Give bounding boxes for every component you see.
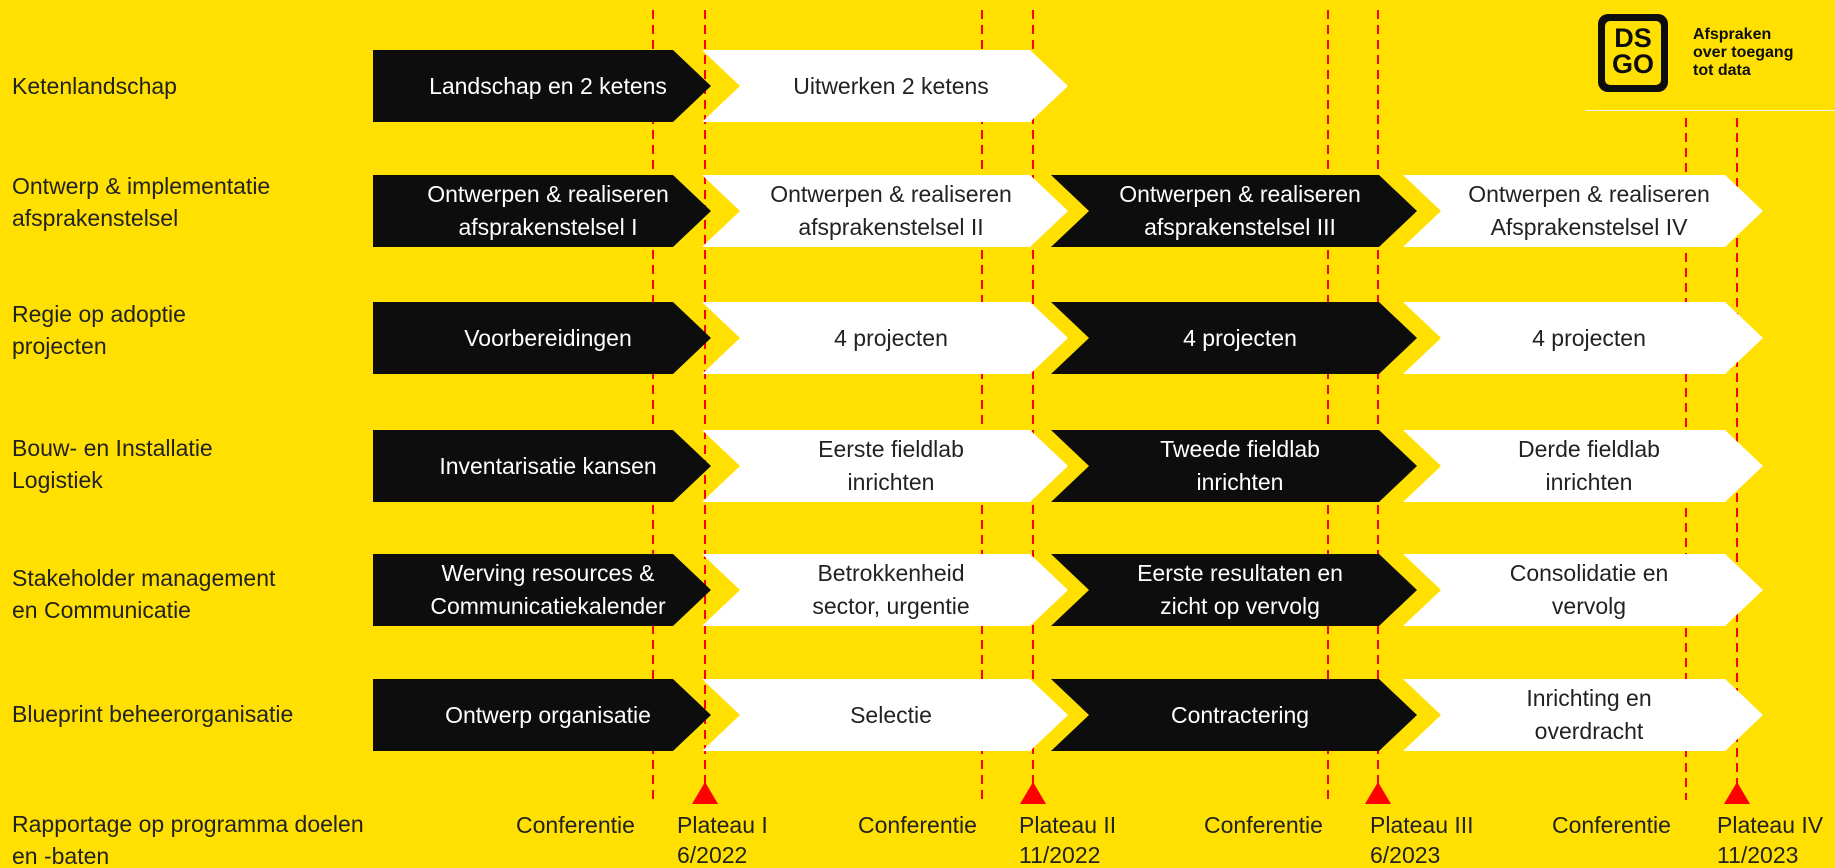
phase-chevron: Derde fieldlab inrichten: [1403, 430, 1763, 502]
phase-label: Inrichting en overdracht: [1526, 685, 1652, 744]
phase-label: Consolidatie en vervolg: [1509, 560, 1669, 619]
phase-label: Betrokkenheid sector, urgentie: [812, 560, 970, 619]
plateau-label: Plateau IV 11/2023: [1717, 812, 1824, 868]
phase-label: Eerste fieldlab inrichten: [818, 436, 964, 495]
phase-label: Tweede fieldlab inrichten: [1160, 436, 1320, 495]
phase-chevron: Inrichting en overdracht: [1403, 679, 1763, 751]
bottom-row-label: Rapportage op programma doelen en -baten: [12, 811, 364, 868]
phase-chevron: Ontwerp organisatie: [373, 679, 711, 751]
plateau-triangle-marker: [1365, 782, 1391, 804]
plateau-triangle-marker: [1020, 782, 1046, 804]
phase-chevron: Uitwerken 2 ketens: [702, 50, 1068, 122]
row-label: Ontwerp & implementatie afsprakenstelsel: [12, 173, 271, 231]
phase-label: Inventarisatie kansen: [439, 452, 657, 479]
logo-divider: [1586, 110, 1835, 111]
conference-label: Conferentie: [858, 812, 977, 838]
dsgo-logo-inner: DS GO: [1605, 21, 1661, 85]
plateau-label: Plateau I 6/2022: [677, 812, 768, 868]
phase-chevron: Landschap en 2 ketens: [373, 50, 711, 122]
conference-label: Conferentie: [516, 812, 635, 838]
row-label: Bouw- en Installatie Logistiek: [12, 435, 213, 493]
phase-chevron: Ontwerpen & realiseren afsprakenstelsel …: [702, 175, 1068, 247]
plateau-label: Plateau II 11/2022: [1019, 812, 1117, 868]
phase-chevron: Ontwerpen & realiseren Afsprakenstelsel …: [1403, 175, 1763, 247]
phase-label: Ontwerpen & realiseren afsprakenstelsel …: [770, 181, 1012, 240]
phase-label: Eerste resultaten en zicht op vervolg: [1137, 560, 1343, 619]
plateau-triangle-marker: [1724, 782, 1750, 804]
plateau-label: Plateau III 6/2023: [1370, 812, 1474, 868]
conference-label: Conferentie: [1204, 812, 1323, 838]
phase-chevron: 4 projecten: [702, 302, 1068, 374]
phase-label: Voorbereidingen: [464, 324, 632, 351]
phase-chevron: Inventarisatie kansen: [373, 430, 711, 502]
row-label: Regie op adoptie projecten: [12, 301, 186, 359]
phase-chevron: Eerste fieldlab inrichten: [702, 430, 1068, 502]
phase-chevron: 4 projecten: [1403, 302, 1763, 374]
row-label: Ketenlandschap: [12, 73, 177, 99]
phase-chevron: Eerste resultaten en zicht op vervolg: [1051, 554, 1417, 626]
phase-label: Uitwerken 2 ketens: [793, 72, 989, 99]
phase-label: 4 projecten: [1532, 324, 1646, 351]
phase-label: Ontwerpen & realiseren afsprakenstelsel …: [427, 181, 669, 240]
phase-chevron: Selectie: [702, 679, 1068, 751]
phase-label: Contractering: [1170, 701, 1310, 728]
phase-chevron: Werving resources & Communicatiekalender: [373, 554, 711, 626]
logo-tagline: Afspraken over toegang tot data: [1693, 26, 1794, 79]
row-label: Blueprint beheerorganisatie: [12, 701, 294, 727]
phase-label: Ontwerpen & realiseren Afsprakenstelsel …: [1468, 181, 1710, 240]
row-label: Stakeholder management en Communicatie: [12, 565, 276, 623]
phase-label: Landschap en 2 ketens: [429, 72, 667, 99]
plateau-triangle-marker: [692, 782, 718, 804]
phase-label: 4 projecten: [834, 324, 948, 351]
phase-chevron: Betrokkenheid sector, urgentie: [702, 554, 1068, 626]
dsgo-logo-text: DS GO: [1611, 23, 1654, 79]
phase-chevron: Voorbereidingen: [373, 302, 711, 374]
phase-chevron: Ontwerpen & realiseren afsprakenstelsel …: [1051, 175, 1417, 247]
dsgo-logo: DS GO: [1598, 14, 1668, 92]
phase-label: Derde fieldlab inrichten: [1518, 436, 1660, 495]
phase-chevron: Consolidatie en vervolg: [1403, 554, 1763, 626]
conference-label: Conferentie: [1552, 812, 1671, 838]
phase-label: Werving resources & Communicatiekalender: [430, 560, 666, 619]
phase-label: Ontwerp organisatie: [445, 701, 651, 728]
phase-label: 4 projecten: [1183, 324, 1297, 351]
phase-chevron: 4 projecten: [1051, 302, 1417, 374]
phase-chevron: Contractering: [1051, 679, 1417, 751]
phase-label: Selectie: [850, 701, 932, 728]
phase-chevron: Tweede fieldlab inrichten: [1051, 430, 1417, 502]
phase-label: Ontwerpen & realiseren afsprakenstelsel …: [1119, 181, 1361, 240]
phase-chevron: Ontwerpen & realiseren afsprakenstelsel …: [373, 175, 711, 247]
